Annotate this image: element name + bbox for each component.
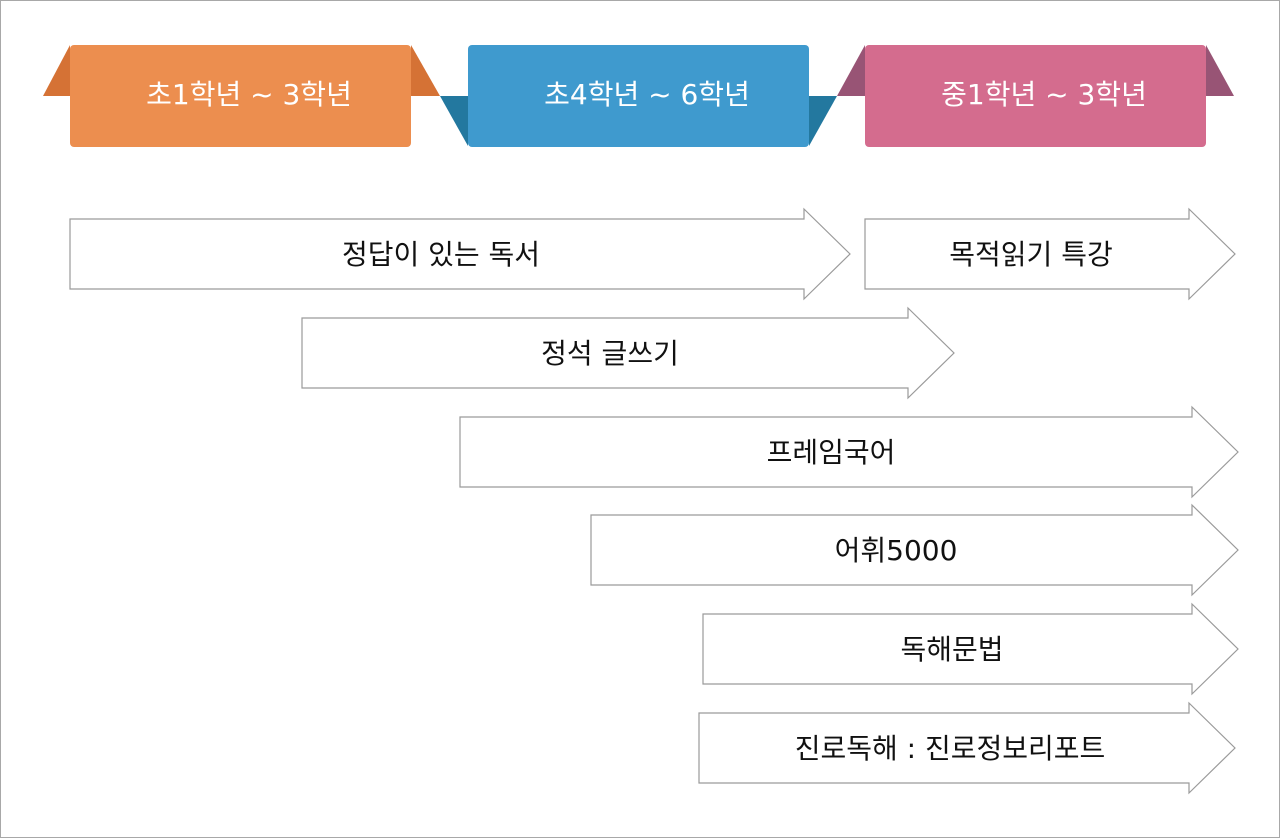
program-arrow-2: 목적읽기 특강 bbox=[864, 207, 1236, 301]
stage-banner-2: 초4학년 ~ 6학년 bbox=[468, 45, 809, 147]
stage-3-label: 중1학년 ~ 3학년 bbox=[941, 78, 1147, 111]
program-3-label: 정석 글쓰기 bbox=[541, 337, 679, 370]
stage-3-right-fold bbox=[1206, 45, 1234, 96]
stage-1-label: 초1학년 ~ 3학년 bbox=[146, 78, 352, 111]
program-5-label: 어휘5000 bbox=[835, 534, 958, 567]
program-arrow-1: 정답이 있는 독서 bbox=[69, 207, 851, 301]
program-arrow-7: 진로독해 : 진로정보리포트 bbox=[698, 701, 1236, 795]
stage-2-left-fold bbox=[440, 96, 468, 146]
program-2-label: 목적읽기 특강 bbox=[949, 238, 1112, 271]
program-6-label: 독해문법 bbox=[900, 633, 1003, 666]
program-7-label: 진로독해 : 진로정보리포트 bbox=[795, 732, 1106, 765]
stage-banner-1: 초1학년 ~ 3학년 bbox=[70, 45, 411, 147]
stage-1-left-fold bbox=[43, 45, 70, 96]
stage-2-label: 초4학년 ~ 6학년 bbox=[544, 78, 750, 111]
stage-3-left-fold bbox=[837, 45, 865, 96]
program-arrow-5: 어휘5000 bbox=[590, 503, 1239, 597]
program-arrow-6: 독해문법 bbox=[702, 602, 1239, 696]
program-1-label: 정답이 있는 독서 bbox=[342, 238, 540, 271]
stage-banner-3: 중1학년 ~ 3학년 bbox=[865, 45, 1206, 147]
program-arrow-4: 프레임국어 bbox=[459, 405, 1239, 499]
stage-1-right-fold bbox=[411, 45, 440, 96]
program-arrow-3: 정석 글쓰기 bbox=[301, 306, 955, 400]
program-4-label: 프레임국어 bbox=[767, 436, 896, 469]
stage-2-right-fold bbox=[809, 96, 837, 146]
